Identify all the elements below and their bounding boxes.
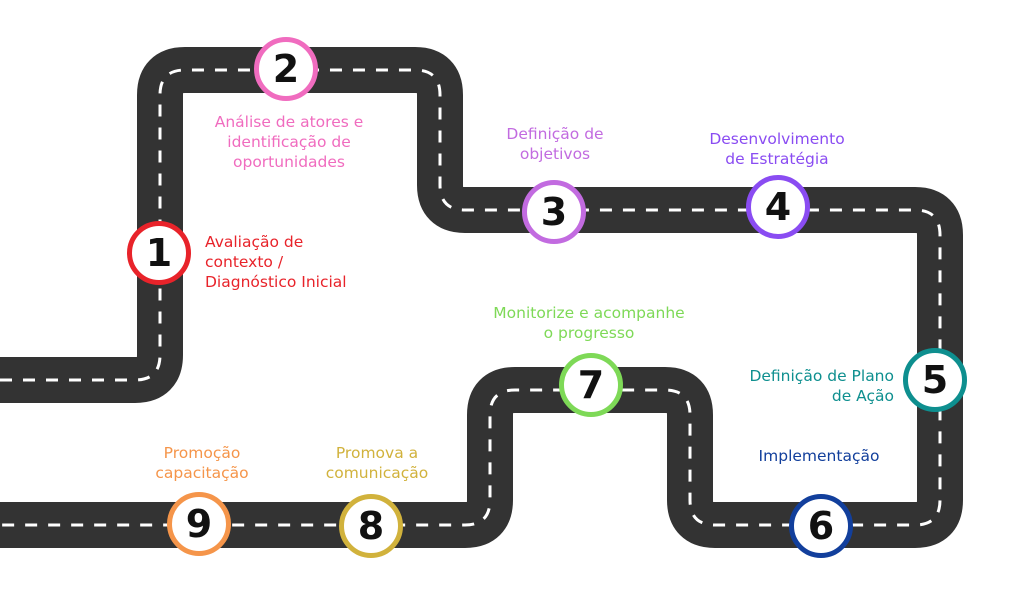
- step-9-marker: 9: [167, 492, 231, 556]
- step-4-marker: 4: [746, 175, 810, 239]
- step-8-marker: 8: [339, 494, 403, 558]
- step-2-label: Análise de atores e identificação de opo…: [214, 113, 364, 171]
- step-6-marker: 6: [789, 494, 853, 558]
- step-1-label: Avaliação de contexto / Diagnóstico Inic…: [205, 233, 347, 291]
- step-5-label: Definição de Plano de Ação: [749, 367, 894, 405]
- step-8-label: Promova a comunicação: [325, 444, 429, 482]
- step-9-label: Promoção capacitação: [155, 444, 249, 482]
- step-7-marker: 7: [559, 353, 623, 417]
- step-7-label: Monitorize e acompanhe o progresso: [493, 304, 685, 342]
- step-6-label: Implementação: [758, 447, 880, 465]
- step-4-label: Desenvolvimento de Estratégia: [709, 130, 845, 168]
- step-5-marker: 5: [903, 348, 967, 412]
- step-1-marker: 1: [127, 221, 191, 285]
- step-3-marker: 3: [522, 180, 586, 244]
- step-3-label: Definição de objetivos: [506, 125, 604, 163]
- step-2-marker: 2: [254, 37, 318, 101]
